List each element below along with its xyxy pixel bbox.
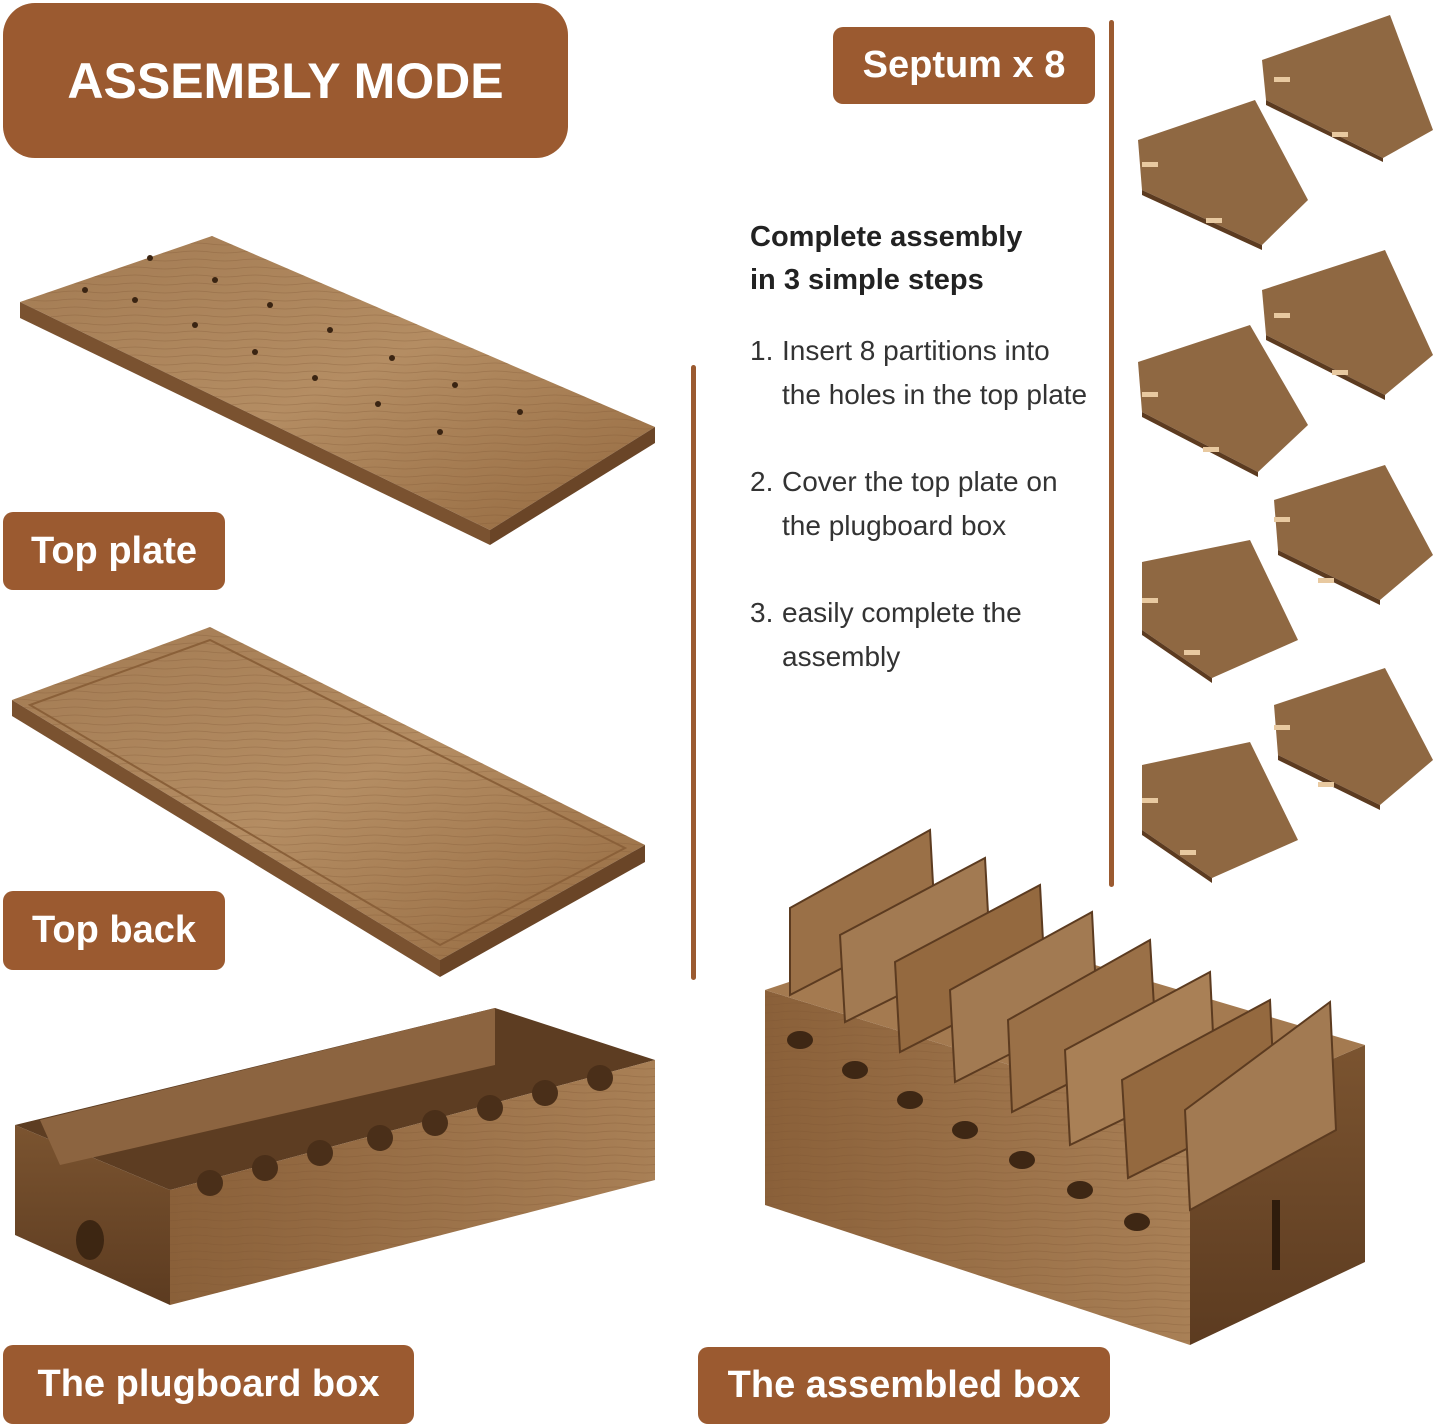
plugboard-box-image [15, 1008, 655, 1305]
top-back-label: Top back [3, 891, 225, 970]
step-text: easily complete the assembly [782, 597, 1022, 672]
top-back-image [12, 627, 645, 977]
step-number: 3. [750, 597, 774, 628]
top-plate-image [20, 236, 655, 545]
assembled-box-image [765, 828, 1365, 1345]
septum-piece [1274, 465, 1433, 605]
assembly-mode-title: ASSEMBLY MODE [3, 3, 568, 158]
septum-piece [1274, 668, 1433, 810]
septum-piece [1142, 742, 1298, 883]
septum-label: Septum x 8 [833, 27, 1095, 104]
septum-piece [1142, 540, 1298, 683]
intro-line: Complete assembly [750, 221, 1023, 253]
step-item: 2. Cover the top plate on the plugboard … [750, 460, 1095, 548]
divider-line [691, 365, 696, 980]
step-text: Insert 8 partitions into the holes in th… [782, 335, 1088, 410]
septum-piece [1262, 250, 1433, 400]
assembly-instructions: Complete assembly in 3 simple steps 1. I… [750, 216, 1095, 722]
septum-piece [1262, 15, 1433, 162]
divider-line [1109, 20, 1114, 887]
step-number: 1. [750, 335, 774, 366]
septum-piece [1138, 100, 1308, 250]
steps-list: 1. Insert 8 partitions into the holes in… [750, 329, 1095, 679]
step-number: 2. [750, 466, 774, 497]
top-plate-label: Top plate [3, 512, 225, 590]
instructions-intro: Complete assembly in 3 simple steps [750, 216, 1095, 302]
step-text: Cover the top plate on the plugboard box [782, 466, 1058, 541]
step-item: 1. Insert 8 partitions into the holes in… [750, 329, 1095, 417]
step-item: 3. easily complete the assembly [750, 591, 1095, 679]
septum-piece [1138, 325, 1308, 477]
septum-pieces-image [1138, 15, 1433, 883]
intro-line: in 3 simple steps [750, 264, 984, 296]
plugboard-box-label: The plugboard box [3, 1345, 414, 1424]
assembled-box-label: The assembled box [698, 1347, 1110, 1424]
